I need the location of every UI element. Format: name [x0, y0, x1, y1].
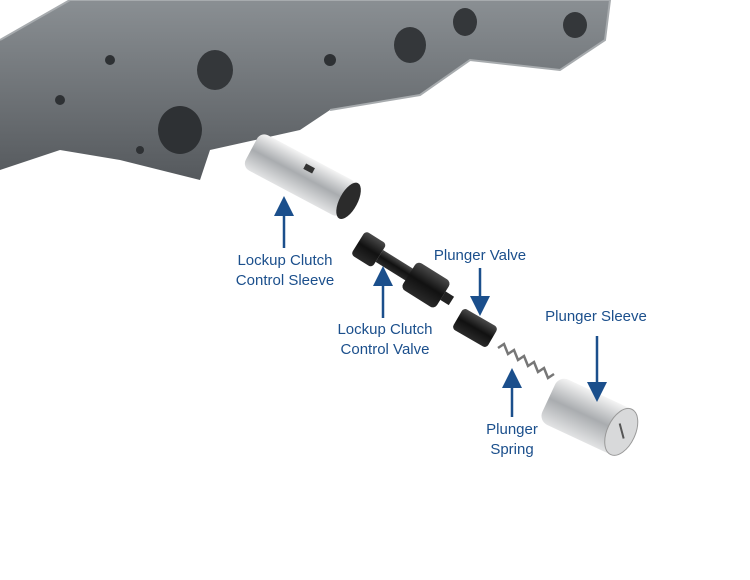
- plunger-spring-part: [497, 342, 555, 380]
- plunger-sleeve-part: [541, 378, 639, 456]
- label-line: Plunger: [486, 421, 538, 438]
- label-plunger-spring: Plunger Spring: [486, 420, 538, 460]
- label-line: Lockup Clutch: [237, 252, 333, 269]
- label-line: Lockup Clutch: [337, 321, 433, 338]
- label-line: Control Valve: [340, 341, 430, 358]
- lockup-clutch-control-valve-part: [352, 232, 455, 308]
- label-plunger-sleeve: Plunger Sleeve: [545, 308, 647, 325]
- label-plunger-valve: Plunger Valve: [433, 247, 527, 264]
- label-lockup-clutch-control-sleeve: Lockup Clutch Control Sleeve: [236, 251, 334, 291]
- plunger-valve-part: [453, 309, 497, 347]
- lockup-clutch-control-sleeve-part: [244, 134, 361, 219]
- label-lockup-clutch-control-valve: Lockup Clutch Control Valve: [337, 320, 432, 360]
- label-line: Spring: [490, 441, 534, 458]
- valve-body-casting: [0, 0, 612, 180]
- label-line: Control Sleeve: [235, 272, 335, 289]
